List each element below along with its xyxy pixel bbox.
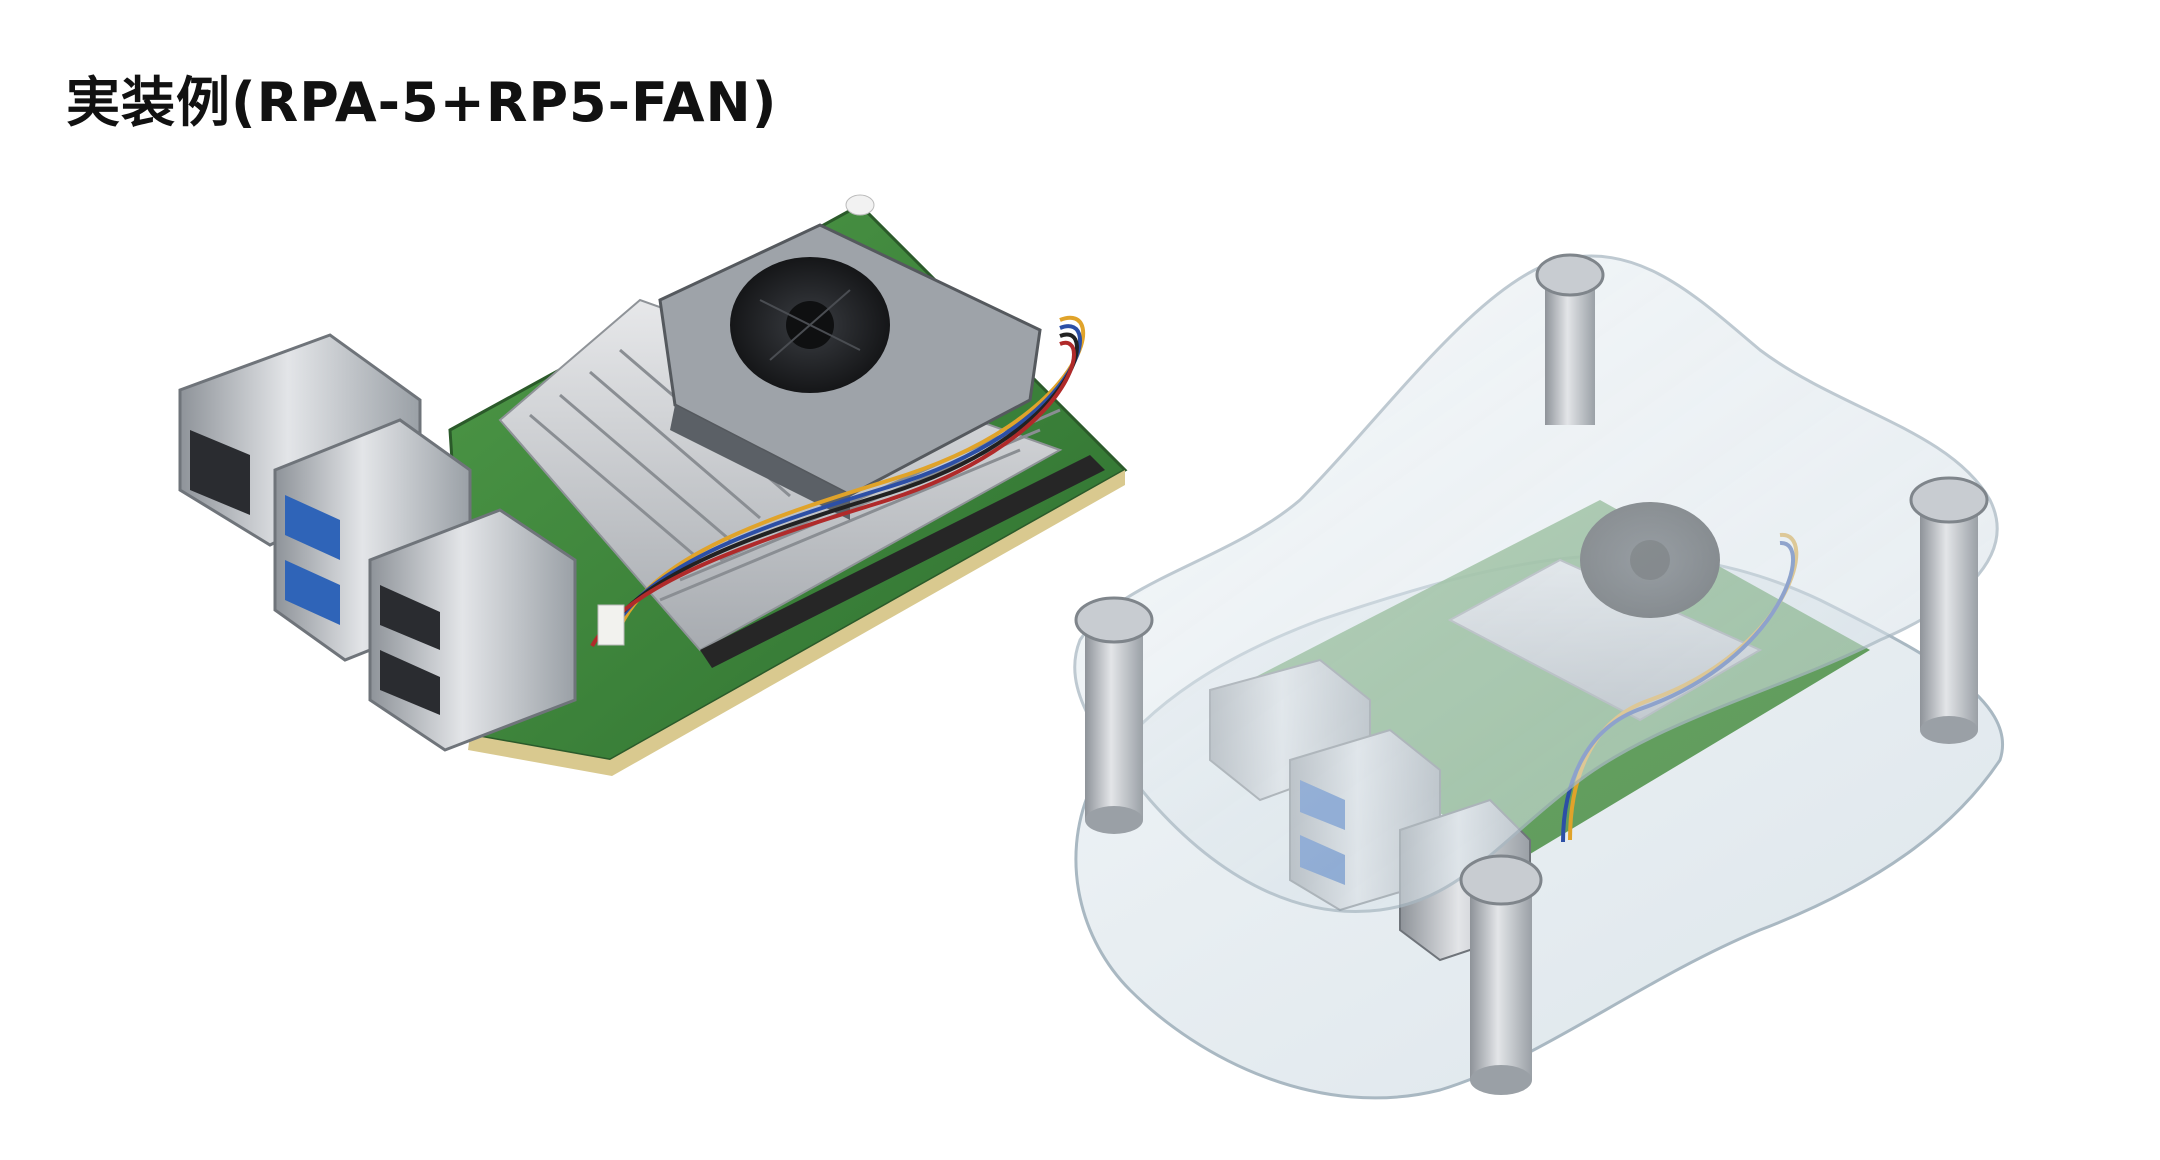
gpio-header — [700, 455, 1105, 668]
case-top-plate — [1073, 254, 1999, 913]
raspberry-pi-board-image — [178, 194, 1128, 776]
fan-cable — [590, 316, 1086, 648]
acrylic-case-image — [1073, 253, 2004, 1100]
usb2-port-stack — [368, 508, 577, 752]
case-standoffs — [1074, 253, 1989, 1095]
cooling-fan — [658, 223, 1042, 520]
page-title: 実装例(RPA-5+RP5-FAN) — [66, 71, 778, 134]
